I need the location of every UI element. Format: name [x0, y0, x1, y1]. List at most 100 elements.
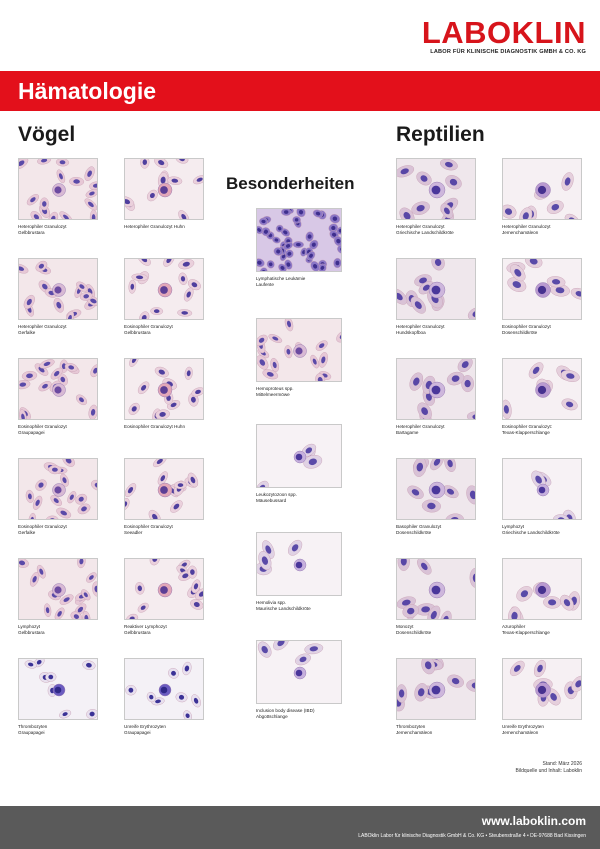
voegel-caption: Heterophiler Granulozyt Huhn	[124, 224, 204, 230]
voegel-caption: Eosinophiler Granulozyt Huhn	[124, 424, 204, 430]
caption-line-1: Eosinophiler Granulozyt Huhn	[124, 424, 186, 429]
bildquelle-text: Bildquelle und Inhalt: Laboklin	[515, 768, 582, 774]
caption-line-2: Mäusebussard	[256, 498, 287, 503]
besonderheiten-caption: Hemolivia spp.Maurische Landschildkröte	[256, 600, 342, 612]
website-link[interactable]: www.laboklin.com	[481, 814, 586, 828]
caption-line-2: Maurische Landschildkröte	[256, 606, 311, 611]
besonderheiten-caption: Hemoproteus spp.Mittelmeermöwe	[256, 386, 342, 398]
caption-line-1: Heterophiler Granulozyt	[18, 324, 67, 329]
besonderheiten-micrograph	[256, 532, 342, 596]
voegel-micrograph	[124, 158, 204, 220]
caption-line-2: Gerfalke	[18, 330, 36, 335]
caption-line-1: Thrombozyten	[18, 724, 48, 729]
caption-line-2: Gelbbrustara	[18, 630, 45, 635]
caption-line-1: Reaktiver Lymphozyt	[124, 624, 167, 629]
reptilien-micrograph	[396, 358, 476, 420]
caption-line-1: Basophiler Granulozyt	[396, 524, 442, 529]
besonderheiten-caption: Inclusion body disease (IBD)Abgottschlan…	[256, 708, 342, 720]
caption-line-1: Eosinophiler Granulozyt	[124, 324, 173, 329]
besonderheiten-micrograph	[256, 208, 342, 272]
besonderheiten-card: Leukozytozoon spp.Mäusebussard	[256, 424, 342, 504]
caption-line-1: Lymphozyt	[18, 624, 41, 629]
caption-line-1: Heterophiler Granulozyt	[502, 224, 551, 229]
caption-line-2: Texas-Klapperschlange	[502, 630, 550, 635]
voegel-micrograph	[18, 358, 98, 420]
voegel-micrograph	[124, 358, 204, 420]
caption-line-2: Dosenschildkröte	[396, 530, 432, 535]
caption-line-2: Graupapagei	[124, 730, 151, 735]
besonderheiten-card: Hemoproteus spp.Mittelmeermöwe	[256, 318, 342, 398]
caption-line-1: Leukozytozoon spp.	[256, 492, 297, 497]
footer-info: Stand: März 2026 Bildquelle und Inhalt: …	[516, 761, 582, 775]
page-title: Hämatologie	[18, 78, 157, 104]
caption-line-2: Jemenchamäleon	[396, 730, 433, 735]
caption-line-2: Hundskopfboa	[396, 330, 426, 335]
caption-line-2: Graupapagei	[18, 730, 45, 735]
caption-line-1: Heterophiler Granulozyt	[396, 324, 445, 329]
caption-line-2: Jemenchamäleon	[502, 230, 539, 235]
caption-line-2: Griechische Landschildkröte	[396, 230, 454, 235]
reptilien-micrograph	[396, 658, 476, 720]
besonderheiten-card: Hemolivia spp.Maurische Landschildkröte	[256, 532, 342, 612]
reptilien-micrograph	[502, 358, 582, 420]
caption-line-2: Dosenschildkröte	[502, 330, 538, 335]
footer-bar: www.laboklin.com LABOklin Labor für klin…	[0, 806, 600, 849]
reptilien-micrograph	[502, 558, 582, 620]
caption-line-1: Inclusion body disease (IBD)	[256, 708, 315, 713]
caption-line-1: Eosinophiler Granulozyt	[18, 524, 67, 529]
stand-text: Stand: März 2026	[542, 761, 582, 767]
caption-line-1: Lymphozyt	[502, 524, 525, 529]
voegel-micrograph	[124, 558, 204, 620]
caption-line-1: Eosinophiler Granulozyt	[18, 424, 67, 429]
logo-wordmark: LABOKLIN	[421, 15, 586, 50]
caption-line-1: Unreife Erythrozyten	[502, 724, 544, 729]
caption-line-1: Eosinophiler Granulozyt	[124, 524, 173, 529]
caption-line-1: Heterophiler Granulozyt	[18, 224, 67, 229]
caption-line-1: Heterophiler Granulozyt Huhn	[124, 224, 185, 229]
voegel-micrograph	[18, 458, 98, 520]
caption-line-1: Hemolivia spp.	[256, 600, 287, 605]
caption-line-1: Eosinophiler Granulozyt:	[502, 424, 553, 429]
reptilien-micrograph	[502, 258, 582, 320]
voegel-micrograph	[18, 158, 98, 220]
reptilien-micrograph	[502, 158, 582, 220]
reptilien-card: Eosinophiler Granulozyt:Texas-Klappersch…	[502, 358, 582, 436]
voegel-micrograph	[124, 658, 204, 720]
voegel-micrograph	[124, 458, 204, 520]
caption-line-2: Gerfalke	[18, 530, 36, 535]
caption-line-1: Azurophiler	[502, 624, 526, 629]
voegel-micrograph	[124, 258, 204, 320]
caption-line-2: Jemenchamäleon	[502, 730, 539, 735]
voegel-card: Heterophiler Granulozyt Huhn	[124, 158, 204, 230]
caption-line-1: Heterophiler Granulozyt	[396, 424, 445, 429]
reptilien-micrograph	[502, 458, 582, 520]
title-bar: Hämatologie	[0, 71, 600, 111]
